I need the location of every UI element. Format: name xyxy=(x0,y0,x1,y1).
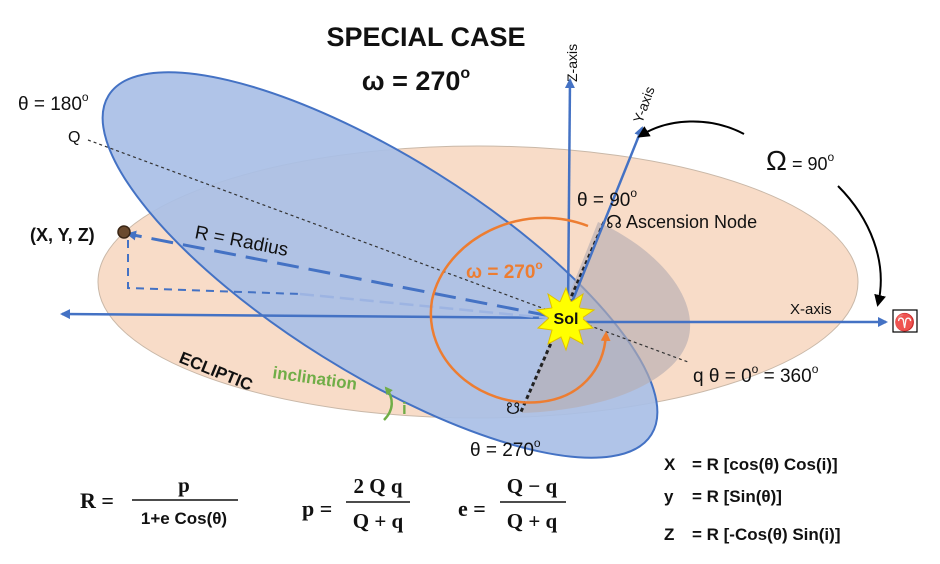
svg-text:p: p xyxy=(178,473,190,497)
projection-line-light xyxy=(299,292,549,320)
svg-text:1+e Cos(θ): 1+e Cos(θ) xyxy=(141,509,227,528)
formula-y: y = R [Sin(θ)] xyxy=(664,487,782,506)
title-line2: ω = 270o xyxy=(362,65,471,96)
title-line1: SPECIAL CASE xyxy=(326,22,525,52)
svg-text:y: y xyxy=(664,487,674,506)
x-axis-negative xyxy=(60,309,567,320)
longitude-node-label: Ω = 90o xyxy=(766,145,834,176)
svg-text:2 Q q: 2 Q q xyxy=(353,474,402,498)
formula-z: Z = R [-Cos(θ) Sin(i)] xyxy=(664,525,840,544)
formula-radius: R = p 1+e Cos(θ) xyxy=(80,473,238,528)
formula-x: X = R [cos(θ) Cos(i)] xyxy=(664,455,838,474)
theta-0-label: q θ = 0o = 360o xyxy=(693,362,819,387)
z-axis-arrow xyxy=(564,78,575,313)
z-axis-label: Z-axis xyxy=(564,44,580,82)
vernal-equinox-icon: ♈ xyxy=(894,312,915,332)
inclination-symbol: i xyxy=(402,399,407,418)
theta-180-label: θ = 180o xyxy=(18,90,89,115)
y-axis-arrow xyxy=(566,126,644,313)
radius-line xyxy=(126,230,551,318)
omega-rotation-arc-2 xyxy=(837,185,886,307)
svg-text:R =: R = xyxy=(80,488,114,513)
svg-text:= R [-Cos(θ) Sin(i)]: = R [-Cos(θ) Sin(i)] xyxy=(692,525,840,544)
svg-text:Z: Z xyxy=(664,525,674,544)
orbit-overlap-region xyxy=(522,222,691,413)
formula-e: e = Q − q Q + q xyxy=(458,474,566,533)
y-axis-label: Y-axis xyxy=(630,84,658,125)
body-coordinates-label: (X, Y, Z) xyxy=(30,225,95,245)
sun-icon xyxy=(535,286,596,352)
svg-text:Q + q: Q + q xyxy=(353,509,404,533)
x-axis-label: X-axis xyxy=(790,301,832,318)
svg-text:e =: e = xyxy=(458,496,486,521)
theta-90-label: θ = 90o xyxy=(577,186,637,211)
formula-p: p = 2 Q q Q + q xyxy=(302,474,410,533)
projection-line xyxy=(127,240,301,295)
svg-text:= R [Sin(θ)]: = R [Sin(θ)] xyxy=(692,487,782,506)
omega-rotation-arc xyxy=(637,120,745,138)
descending-node-icon: ☋ xyxy=(506,401,520,418)
svg-text:p =: p = xyxy=(302,496,332,521)
aphelion-label: Q xyxy=(68,129,80,146)
ascension-node-label: ☊ Ascension Node xyxy=(606,212,757,232)
apsides-line xyxy=(87,139,689,363)
orbiting-body-icon xyxy=(117,225,131,239)
svg-text:X: X xyxy=(664,455,676,474)
vernal-equinox-box xyxy=(892,309,918,333)
orbit-ellipse xyxy=(101,71,659,459)
sun-label: Sol xyxy=(554,311,579,328)
inclination-arc xyxy=(383,386,393,421)
theta-270-label: θ = 270o xyxy=(470,436,541,461)
argument-periapsis-label: ω = 270o xyxy=(466,258,543,283)
argument-periapsis-arc xyxy=(429,216,611,404)
svg-text:Q + q: Q + q xyxy=(507,509,558,533)
svg-text:Q − q: Q − q xyxy=(507,474,558,498)
svg-text:= R [cos(θ) Cos(i)]: = R [cos(θ) Cos(i)] xyxy=(692,455,838,474)
